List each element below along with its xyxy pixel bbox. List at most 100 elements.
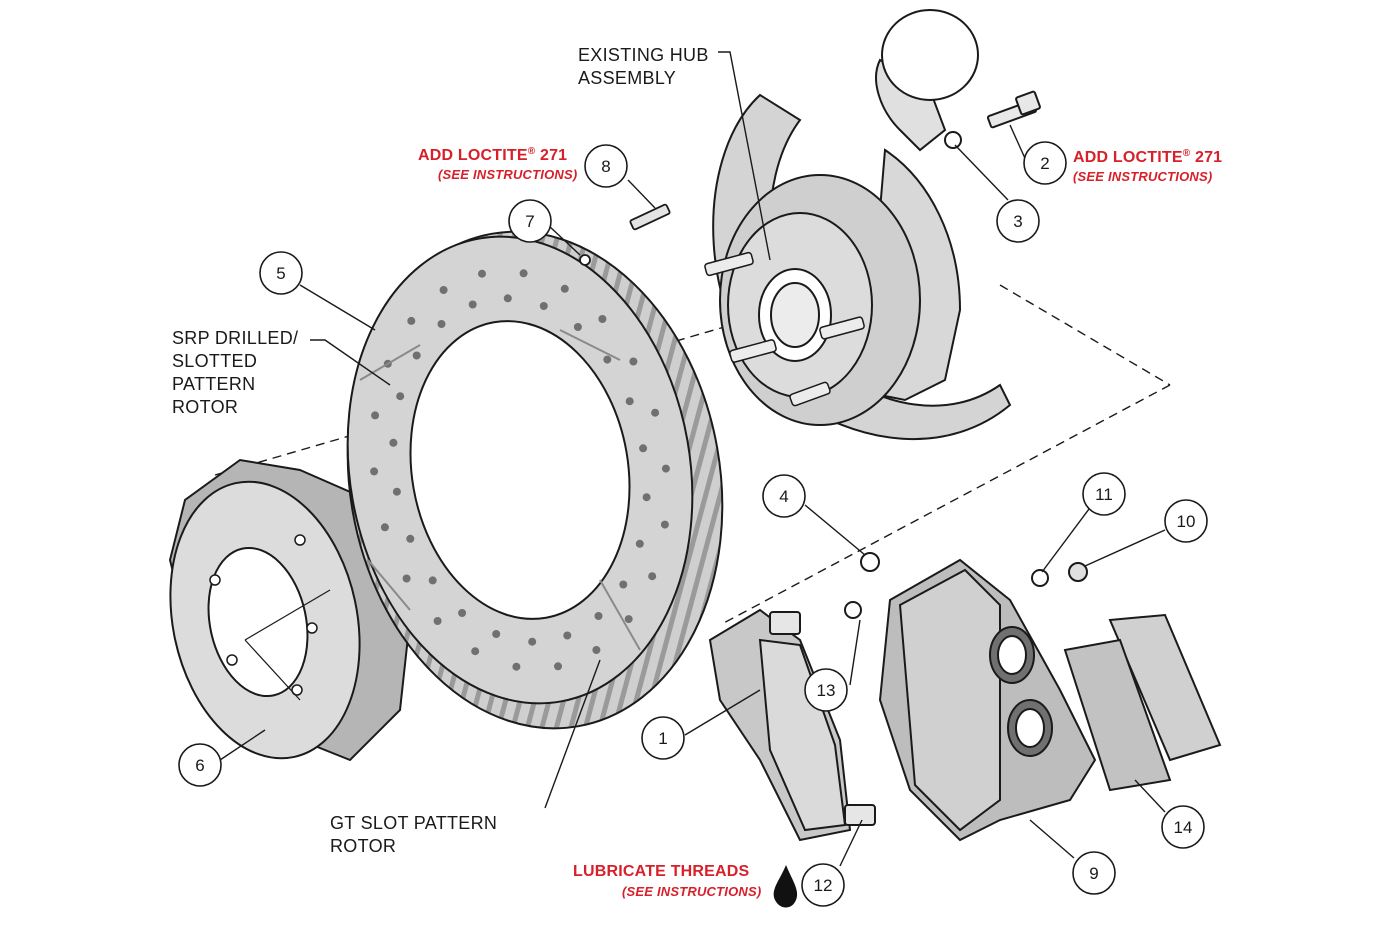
rotor-drill-hole (478, 269, 486, 278)
existing-hub-label: EXISTING HUB ASSEMBLY (578, 44, 709, 90)
caliper-bracket (708, 608, 876, 842)
rotor-drill-hole (439, 286, 448, 294)
callout-12 (801, 863, 845, 907)
rotor-drill-hole (380, 523, 389, 532)
rotor-drill-hole (554, 662, 562, 671)
rotor-drill-hole (471, 647, 480, 656)
rotor-drill-hole (437, 320, 446, 328)
rotor-drill-hole (629, 357, 638, 366)
rotor-drill-hole (660, 520, 669, 529)
callout-num-12: 12 (814, 876, 833, 895)
srp-line-1: SRP DRILLED/ (172, 328, 299, 348)
hub-bolt (986, 90, 1041, 129)
rotor-drill-hole (412, 351, 421, 360)
srp-line-4: ROTOR (172, 397, 239, 417)
rotor-drill-hole (392, 487, 401, 496)
loctite-note-right: ADD LOCTITE® 271 (1073, 148, 1223, 166)
brake-pads (1063, 613, 1222, 792)
leader-lines (219, 51, 1166, 867)
lubricate-note: LUBRICATE THREADS (573, 863, 750, 880)
rotor-drill-hole (370, 467, 379, 476)
callout-num-13: 13 (817, 681, 836, 700)
rotor-bolts (579, 203, 671, 266)
rotor-drill-hole (651, 408, 660, 417)
rotor-hat (168, 458, 414, 762)
drilled-slotted-rotor (346, 230, 724, 730)
washer-3 (944, 131, 962, 149)
srp-rotor-label: SRP DRILLED/ SLOTTED PATTERN ROTOR (172, 327, 298, 419)
rotor-drill-hole (639, 444, 648, 453)
callout-num-1: 1 (658, 729, 667, 748)
callout-num-4: 4 (779, 487, 788, 506)
rotor-drill-hole (428, 576, 437, 585)
rotor-drill-hole (573, 323, 582, 331)
callout-5 (259, 251, 303, 295)
rotor-drill-hole (560, 284, 569, 293)
callout-num-11: 11 (1095, 485, 1113, 504)
rotor-drill-hole (503, 294, 512, 303)
rotor-drill-hole (458, 609, 467, 617)
callout-num-5: 5 (276, 264, 285, 283)
caliper (844, 558, 1097, 842)
rotor-drill-hole (619, 580, 628, 589)
lubricate-note-sub: (SEE INSTRUCTIONS) (622, 884, 762, 899)
loctite-note-left-sub: (SEE INSTRUCTIONS) (438, 167, 578, 182)
callout-13 (804, 668, 848, 712)
callout-3 (996, 199, 1040, 243)
callout-4 (762, 474, 806, 518)
rotor-drill-hole (642, 493, 651, 502)
callout-num-2: 2 (1040, 154, 1049, 173)
existing-hub-line-1: EXISTING HUB (578, 45, 709, 65)
callout-1 (641, 716, 685, 760)
callout-num-8: 8 (601, 157, 610, 176)
hub-assembly (704, 9, 1041, 441)
rotor-drill-hole (406, 534, 415, 543)
rotor-drill-hole (402, 574, 411, 583)
callout-9 (1072, 851, 1116, 895)
loctite-note-left: ADD LOCTITE® 271 (418, 146, 568, 164)
rotor-drill-hole (598, 315, 607, 323)
rotor-drill-hole (389, 438, 398, 447)
callout-num-3: 3 (1013, 212, 1022, 231)
callout-6 (178, 743, 222, 787)
callouts (178, 141, 1208, 907)
rotor-drill-hole (468, 300, 477, 309)
gt-line-2: ROTOR (330, 836, 397, 856)
oil-drop-icon (773, 865, 798, 908)
callout-8 (584, 144, 628, 188)
rotor-drill-hole (539, 302, 548, 310)
rotor-drill-hole (625, 397, 634, 406)
callout-10 (1164, 499, 1208, 543)
rotor-drill-hole (624, 615, 633, 624)
rotor-drill-hole (492, 630, 501, 638)
rotor-drill-hole (396, 392, 405, 401)
rotor-drill-hole (603, 355, 612, 364)
srp-line-3: PATTERN (172, 374, 256, 394)
callout-2 (1023, 141, 1067, 185)
gt-line-1: GT SLOT PATTERN (330, 813, 498, 833)
existing-hub-line-2: ASSEMBLY (578, 68, 677, 88)
callout-14 (1161, 805, 1205, 849)
callout-num-6: 6 (195, 756, 204, 775)
rotor-drill-hole (433, 617, 442, 625)
rotor-drill-hole (563, 631, 572, 640)
loctite-note-right-sub: (SEE INSTRUCTIONS) (1073, 169, 1213, 184)
rotor-drill-hole (528, 637, 537, 646)
callout-7 (508, 199, 552, 243)
rotor-drill-hole (519, 269, 528, 278)
gt-rotor-label: GT SLOT PATTERN ROTOR (330, 812, 497, 858)
rotor-drill-hole (661, 464, 670, 473)
rotor-drill-hole (407, 316, 416, 325)
rotor-drill-hole (594, 612, 603, 620)
callout-num-9: 9 (1089, 864, 1098, 883)
callout-num-14: 14 (1174, 818, 1193, 837)
rotor-drill-hole (371, 411, 380, 420)
callout-num-7: 7 (525, 212, 534, 231)
callout-11 (1082, 472, 1126, 516)
srp-line-2: SLOTTED (172, 351, 258, 371)
rotor-drill-hole (635, 539, 644, 548)
rotor-drill-hole (648, 572, 657, 581)
callout-num-10: 10 (1177, 512, 1196, 531)
rotor-drill-hole (592, 646, 601, 654)
